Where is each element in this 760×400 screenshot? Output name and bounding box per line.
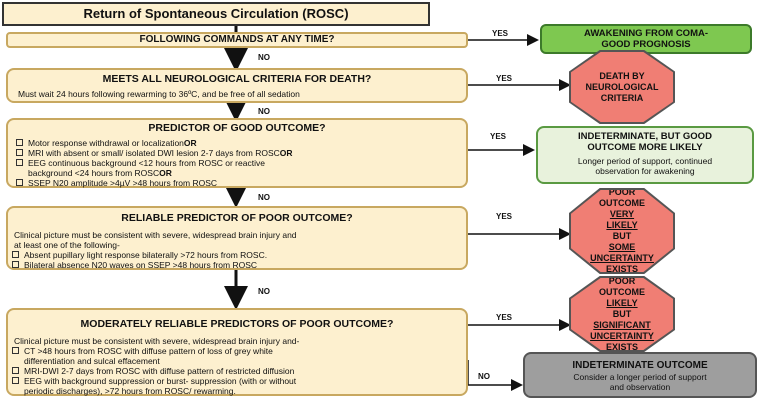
checkbox-icon: [12, 251, 19, 258]
yes-label: YES: [496, 212, 513, 221]
question-reliable-poor: RELIABLE PREDICTOR OF POOR OUTCOME? Clin…: [6, 206, 468, 270]
yes-label: YES: [490, 132, 507, 141]
checkbox-icon: [16, 149, 23, 156]
question-moderately-reliable-poor: MODERATELY RELIABLE PREDICTORS OF POOR O…: [6, 308, 468, 396]
q5-item: CT >48 hours from ROSC with diffuse patt…: [8, 346, 466, 356]
arrow-q5-no: [467, 360, 523, 391]
q3-item: EEG continuous background <12 hours from…: [8, 158, 466, 168]
q5-item-cont: differentiation and sulcal effacement: [24, 356, 160, 366]
q3-item: Motor response withdrawal or localizatio…: [8, 138, 466, 148]
q5-heading: MODERATELY RELIABLE PREDICTORS OF POOR O…: [80, 318, 394, 330]
title-text: Return of Spontaneous Circulation (ROSC): [83, 6, 349, 21]
q5-item: MRI-DWI 2-7 days from ROSC with diffuse …: [8, 366, 466, 376]
q3-item: MRI with absent or small/ isolated DWI l…: [8, 148, 466, 158]
outcome-awakening: AWAKENING FROM COMA- GOOD PROGNOSIS: [540, 24, 752, 54]
q1-heading: FOLLOWING COMMANDS AT ANY TIME?: [139, 34, 335, 45]
question-good-outcome: PREDICTOR OF GOOD OUTCOME? Motor respons…: [6, 118, 468, 188]
outcome-poor-likely: POOR OUTCOME LIKELY BUT SIGNIFICANT UNCE…: [571, 278, 673, 350]
question-neuro-death: MEETS ALL NEUROLOGICAL CRITERIA FOR DEAT…: [6, 68, 468, 103]
outcome-indeterminate: INDETERMINATE OUTCOME Consider a longer …: [523, 352, 757, 398]
no-label: NO: [258, 287, 270, 296]
no-label: NO: [258, 107, 270, 116]
outcome-good-more-likely: INDETERMINATE, BUT GOOD OUTCOME MORE LIK…: [536, 126, 754, 184]
checkbox-icon: [12, 347, 19, 354]
q3-item-cont: background <24 hours from ROSC OR: [28, 168, 172, 178]
checkbox-icon: [12, 377, 19, 384]
q5-intro: Clinical picture must be consistent with…: [14, 336, 300, 346]
outcome-death-neuro-criteria: DEATH BY NEUROLOGICAL CRITERIA: [571, 52, 673, 122]
no-label: NO: [478, 372, 490, 381]
checkbox-icon: [16, 159, 23, 166]
yes-label: YES: [492, 29, 509, 38]
q5-item: EEG with background suppression or burst…: [8, 376, 466, 386]
checkbox-icon: [16, 179, 23, 186]
yes-label: YES: [496, 74, 513, 83]
q4-item: Absent pupillary light response bilatera…: [8, 250, 466, 260]
q4-heading: RELIABLE PREDICTOR OF POOR OUTCOME?: [121, 212, 353, 224]
no-label: NO: [258, 193, 270, 202]
q2-note: Must wait 24 hours following rewarming t…: [18, 89, 300, 99]
outcome-poor-very-likely: POOR OUTCOME VERY LIKELY BUT SOME UNCERT…: [571, 190, 673, 272]
q5-item-cont: periodic discharges), >72 hours from ROS…: [24, 386, 236, 396]
checkbox-icon: [12, 367, 19, 374]
checkbox-icon: [16, 139, 23, 146]
title-box: Return of Spontaneous Circulation (ROSC): [2, 2, 430, 26]
question-following-commands: FOLLOWING COMMANDS AT ANY TIME?: [6, 32, 468, 48]
q2-heading: MEETS ALL NEUROLOGICAL CRITERIA FOR DEAT…: [102, 73, 372, 85]
q3-heading: PREDICTOR OF GOOD OUTCOME?: [148, 122, 326, 134]
no-label: NO: [258, 53, 270, 62]
checkbox-icon: [12, 261, 19, 268]
q4-item: Bilateral absence N20 waves on SSEP >48 …: [8, 260, 466, 270]
yes-label: YES: [496, 313, 513, 322]
q4-intro: Clinical picture must be consistent with…: [14, 230, 297, 250]
q3-item: SSEP N20 amplitude >4µV >48 hours from R…: [8, 178, 466, 188]
